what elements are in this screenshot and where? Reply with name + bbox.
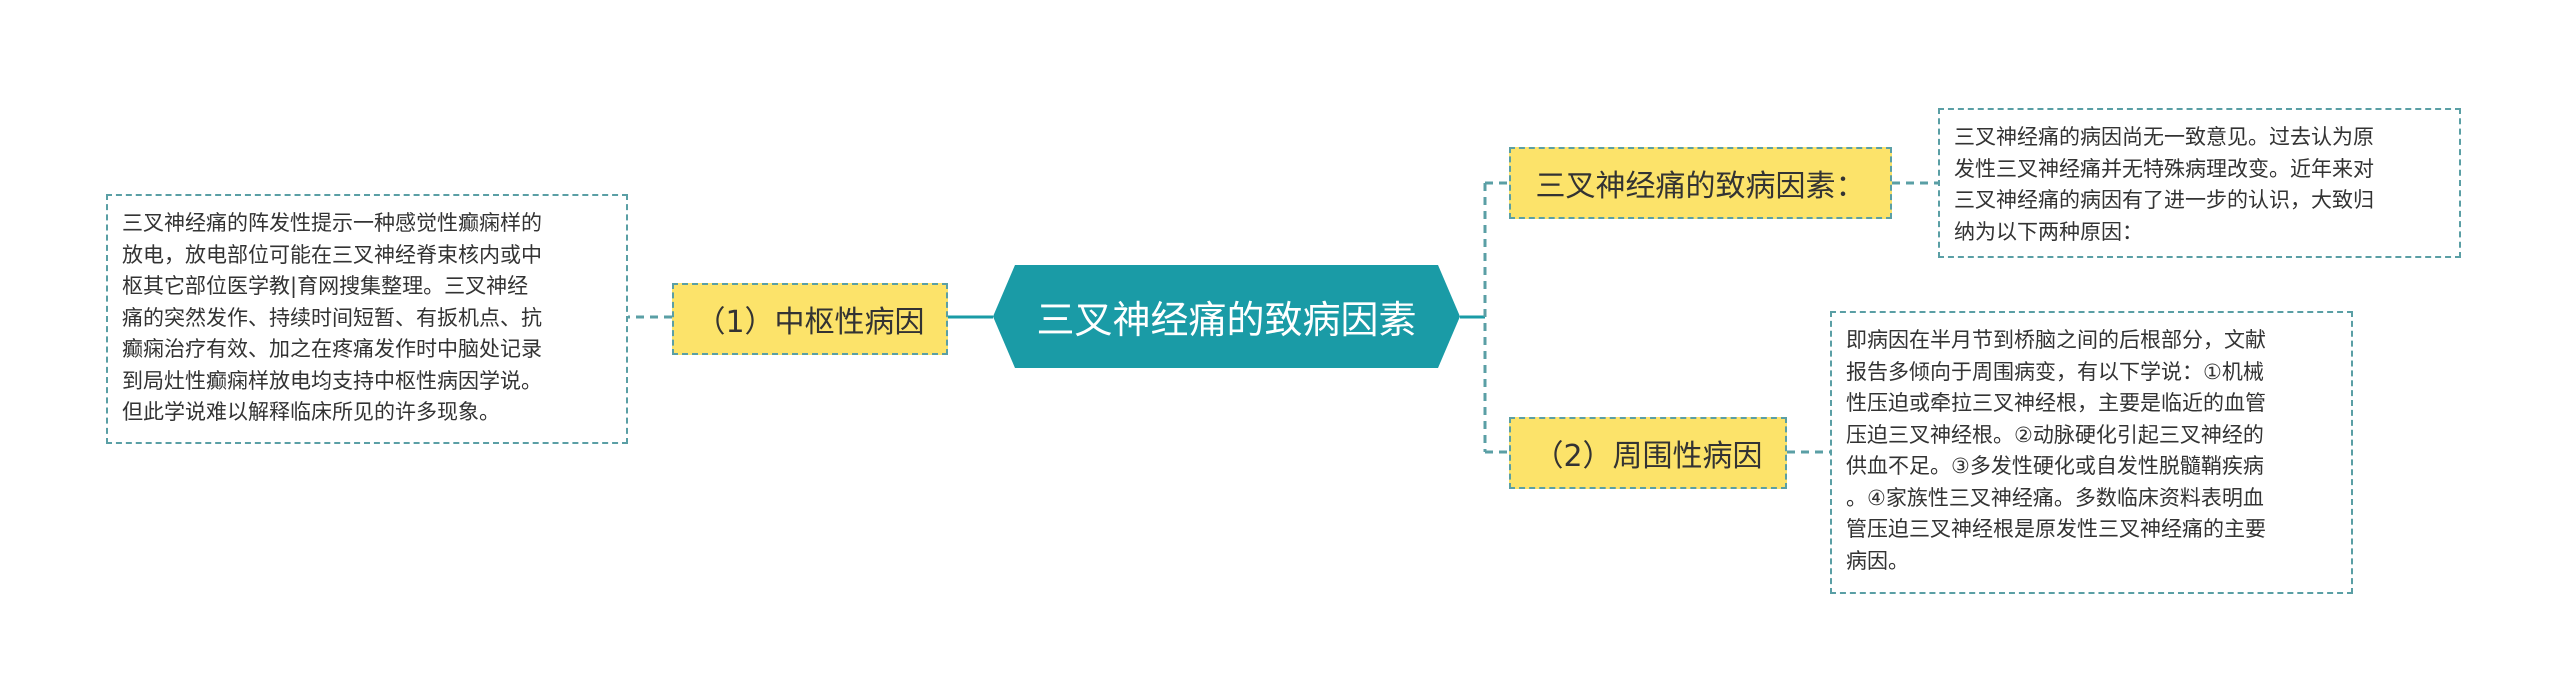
branch-causes-heading-label: 三叉神经痛的致病因素： <box>1535 169 1866 204</box>
leaf-causes-heading-detail: 三叉神经痛的病因尚无一致意见。过去认为原 发性三叉神经痛并无特殊病理改变。近年来… <box>1938 108 2461 258</box>
central-shape <box>993 265 1460 368</box>
central-title: 三叉神经痛的致病因素 <box>1036 298 1417 342</box>
central-topic[interactable]: 三叉神经痛的致病因素 <box>993 265 1460 368</box>
branch-central-cause[interactable]: （1）中枢性病因 <box>672 283 948 355</box>
branch-peripheral-cause[interactable]: （2）周围性病因 <box>1509 417 1787 489</box>
branch-peripheral-cause-label: （2）周围性病因 <box>1533 439 1763 474</box>
leaf-central-cause-detail: 三叉神经痛的阵发性提示一种感觉性癫痫样的 放电，放电部位可能在三叉神经脊束核内或… <box>106 194 628 444</box>
leaf-peripheral-cause-detail: 即病因在半月节到桥脑之间的后根部分，文献 报告多倾向于周围病变，有以下学说：①机… <box>1830 311 2353 594</box>
branch-causes-heading[interactable]: 三叉神经痛的致病因素： <box>1509 147 1892 219</box>
branch-central-cause-label: （1）中枢性病因 <box>695 305 925 340</box>
